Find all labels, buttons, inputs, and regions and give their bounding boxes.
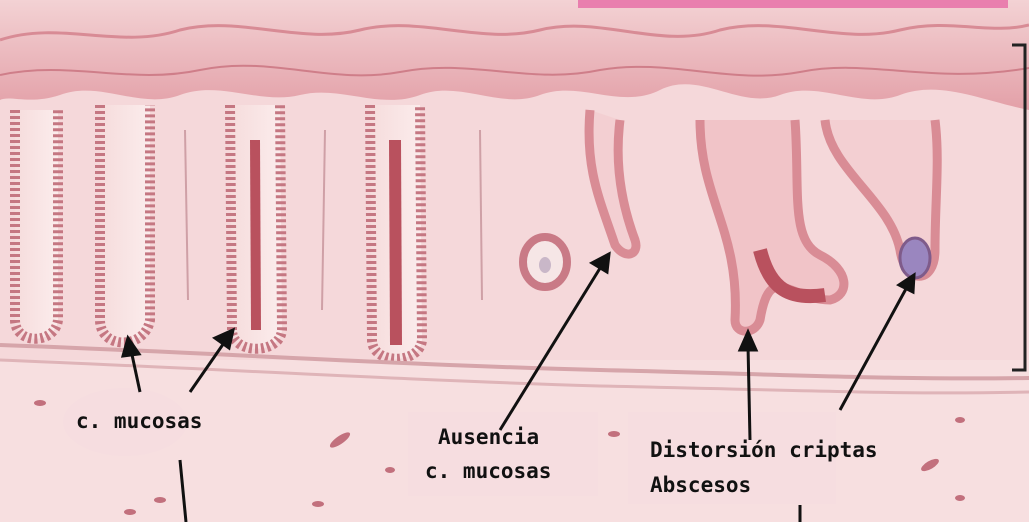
pointer-line (180, 460, 186, 522)
label-distorsion-line1: Distorsión criptas (650, 437, 878, 463)
label-ausencia-line2: c. mucosas (425, 458, 551, 484)
label-mucosas: c. mucosas (76, 408, 202, 434)
crypt-lumen-dark-2 (395, 140, 396, 345)
normal-crypt-1 (15, 110, 58, 339)
label-distorsion-line2: Abscesos (650, 472, 751, 498)
crypt-abscess (900, 238, 930, 278)
arrow-icon (748, 345, 750, 440)
normal-crypt-2 (100, 105, 150, 343)
surface-epithelium (0, 0, 1029, 110)
label-ausencia-line1: Ausencia (438, 424, 539, 450)
title-bar (578, 0, 1008, 8)
crypt-lumen-dark (255, 140, 256, 330)
